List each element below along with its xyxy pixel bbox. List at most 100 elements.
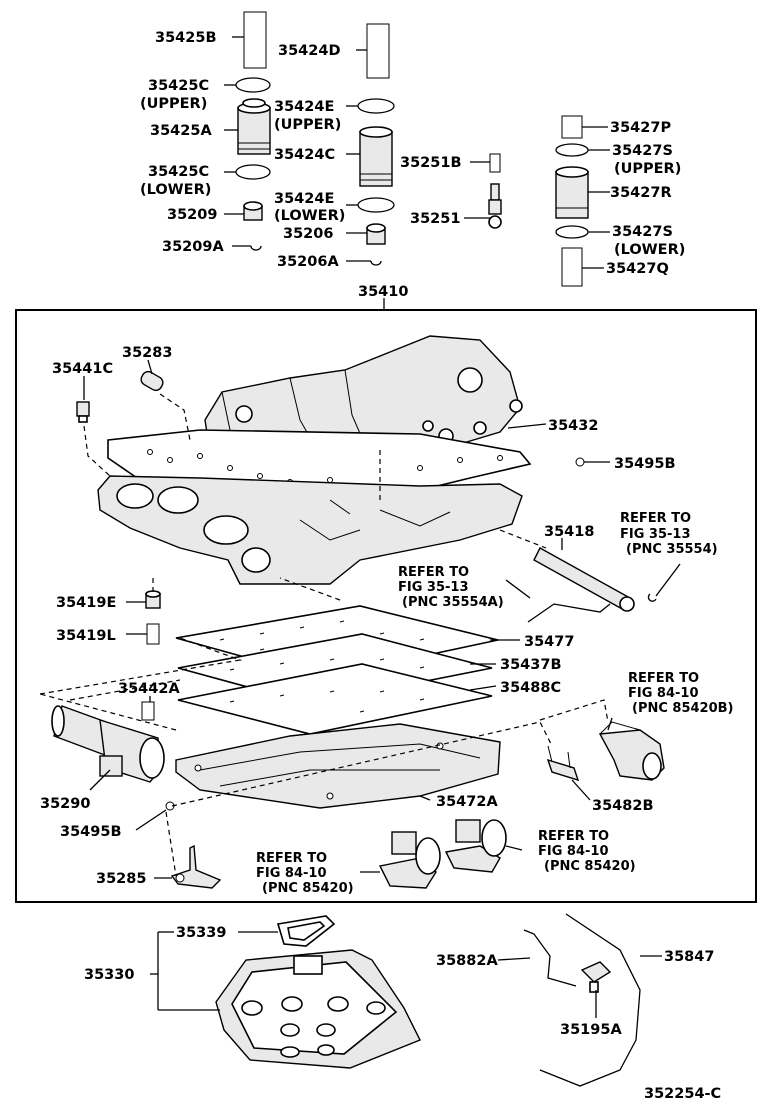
part-label-35330: 35330 (84, 967, 134, 983)
piston-35425a-drawing (237, 98, 271, 155)
oring-35425c-lower-drawing (235, 164, 271, 180)
valve-35418-drawing (533, 547, 635, 612)
bracket-35482b-drawing (546, 745, 580, 782)
bolt-35441c-drawing (76, 401, 90, 423)
ref5-line3: (PNC 85420) (544, 859, 636, 874)
alignment-dashed-lines (39, 393, 609, 877)
spring-35427p-drawing (561, 115, 583, 139)
spring-35419l-drawing (146, 623, 160, 645)
ref3-line3: (PNC 85420B) (632, 701, 734, 716)
part-label-35427s-lower: 35427S (612, 224, 673, 240)
part-label-35419e: 35419E (56, 595, 116, 611)
piston-35424c-drawing (359, 126, 393, 187)
part-label-35442a: 35442A (118, 681, 180, 697)
ref2-line3: (PNC 35554A) (402, 595, 504, 610)
valve-35251-drawing (488, 183, 502, 229)
part-label-35427r: 35427R (610, 185, 672, 201)
oring-35425c-upper-drawing (235, 77, 271, 93)
spring-35427q-drawing (561, 247, 583, 287)
ref5-line2: FIG 84-10 (538, 844, 609, 859)
spring-35424d-drawing (366, 23, 390, 79)
part-label-35427s-upper: 35427S (612, 143, 673, 159)
part-label-35437b: 35437B (500, 657, 562, 673)
part-label-35425b: 35425B (155, 30, 217, 46)
part-label-35495b-top: 35495B (614, 456, 676, 472)
part-note-35424e-upper: (UPPER) (274, 117, 341, 133)
part-label-35424e-lower: 35424E (274, 191, 334, 207)
part-label-35424c: 35424C (274, 147, 335, 163)
ref4-line1: REFER TO (256, 851, 327, 866)
ball-35495b-top-drawing (575, 457, 585, 467)
solenoid-ref3-drawing (598, 721, 665, 781)
part-note-35427s-lower: (LOWER) (614, 242, 685, 258)
part-label-35425c-upper: 35425C (148, 78, 209, 94)
sensor-ref4-drawing (378, 831, 441, 889)
oring-35424e-upper-drawing (357, 98, 395, 114)
check-ball-35419e-drawing (145, 590, 161, 609)
pin-35283-drawing (140, 370, 164, 392)
plug-35209-drawing (243, 201, 263, 221)
ref4-line3: (PNC 85420) (262, 881, 354, 896)
part-label-35427q: 35427Q (606, 261, 669, 277)
part-label-35441c: 35441C (52, 361, 113, 377)
ref5-line1: REFER TO (538, 829, 609, 844)
oring-35427s-upper-drawing (555, 143, 589, 157)
main-valve-body-drawing (97, 475, 523, 585)
solenoid-35290-drawing (51, 705, 165, 783)
filter-35442a-drawing (141, 701, 155, 721)
part-label-35251b: 35251B (400, 155, 462, 171)
leader-lines-top (224, 36, 610, 310)
part-label-35425a: 35425A (150, 123, 212, 139)
ref1-line1: REFER TO (620, 511, 691, 526)
ref3-line2: FIG 84-10 (628, 686, 699, 701)
spring-35251b-drawing (489, 153, 501, 173)
ref3-line1: REFER TO (628, 671, 699, 686)
part-label-35419l: 35419L (56, 628, 116, 644)
part-label-35488c: 35488C (500, 680, 561, 696)
part-note-35427s-upper: (UPPER) (614, 161, 681, 177)
part-label-35285: 35285 (96, 871, 146, 887)
part-label-35424e-upper: 35424E (274, 99, 334, 115)
gasket-35488c-drawing (177, 663, 493, 735)
part-label-35209: 35209 (167, 207, 217, 223)
pipe-35847-drawing (539, 913, 641, 1087)
part-label-35432: 35432 (548, 418, 598, 434)
ref1-line3: (PNC 35554) (626, 542, 718, 557)
part-note-35424e-lower: (LOWER) (274, 208, 345, 224)
part-note-35425c-upper: (UPPER) (140, 96, 207, 112)
part-label-35425c-lower: 35425C (148, 164, 209, 180)
leader-lines-assembly (83, 359, 681, 879)
part-label-35283: 35283 (122, 345, 172, 361)
oring-35424e-lower-drawing (357, 197, 395, 213)
strainer-gasket-35339-drawing (276, 915, 336, 947)
clip-35285-drawing (170, 844, 222, 889)
part-label-35427p: 35427P (610, 120, 671, 136)
part-label-35418: 35418 (544, 524, 594, 540)
spring-35425b-drawing (243, 11, 267, 69)
pipe-35882a-drawing (523, 929, 577, 987)
part-label-35290: 35290 (40, 796, 90, 812)
sensor-ref5-drawing (444, 819, 507, 873)
ref4-line2: FIG 84-10 (256, 866, 327, 881)
plug-35206-drawing (366, 223, 386, 245)
assembly-label-35410: 35410 (358, 284, 408, 300)
part-label-35847: 35847 (664, 949, 714, 965)
part-label-35424d: 35424D (278, 43, 340, 59)
clip-35209a-drawing (250, 245, 262, 251)
part-label-35472a: 35472A (436, 794, 498, 810)
part-label-35482b: 35482B (592, 798, 654, 814)
part-label-35209a: 35209A (162, 239, 224, 255)
part-note-35425c-lower: (LOWER) (140, 182, 211, 198)
part-label-35206a: 35206A (277, 254, 339, 270)
ref1-line2: FIG 35-13 (620, 527, 691, 542)
clip-ref1-drawing (647, 593, 657, 602)
part-label-35195a: 35195A (560, 1022, 622, 1038)
part-label-35495b-bottom: 35495B (60, 824, 122, 840)
figure-code: 352254-C (644, 1086, 721, 1102)
clip-35206a-drawing (370, 260, 382, 266)
rod-ref2-drawing (527, 603, 611, 623)
part-label-35882a: 35882A (436, 953, 498, 969)
piston-35427r-drawing (555, 166, 589, 219)
part-label-35477: 35477 (524, 634, 574, 650)
